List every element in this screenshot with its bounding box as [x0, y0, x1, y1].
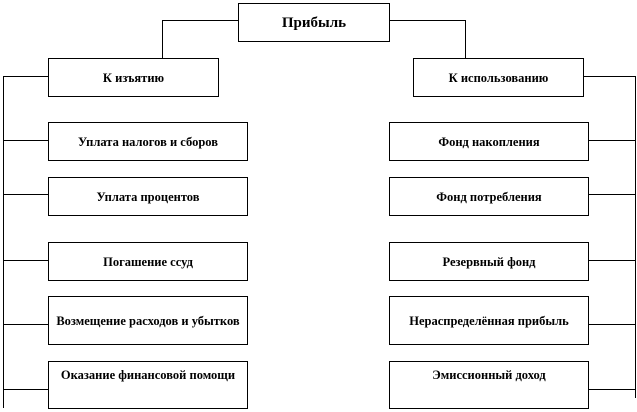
right-item-box: Фонд потребления — [389, 177, 589, 216]
connector-root-left — [162, 20, 238, 58]
left-item-box: Погашение ссуд — [48, 242, 248, 281]
right-item-box: Нераспределённая прибыль — [389, 296, 589, 345]
left-item-box: Возмещение расходов и убытков — [48, 296, 248, 345]
right-item-box: Резервный фонд — [389, 242, 589, 281]
connector-root-right — [389, 20, 466, 58]
right-title-box: К использованию — [413, 58, 584, 97]
right-item-box: Фонд накопления — [389, 122, 589, 161]
left-title-box: К изъятию — [48, 58, 219, 97]
left-spine — [3, 76, 48, 408]
right-spine — [583, 76, 636, 398]
root-box: Прибыль — [238, 3, 390, 42]
left-item-box: Уплата процентов — [48, 177, 248, 216]
right-item-box: Эмиссионный доход — [389, 361, 589, 409]
left-item-box: Уплата налогов и сборов — [48, 122, 248, 161]
left-item-box: Оказание финансовой помощи — [48, 361, 248, 409]
